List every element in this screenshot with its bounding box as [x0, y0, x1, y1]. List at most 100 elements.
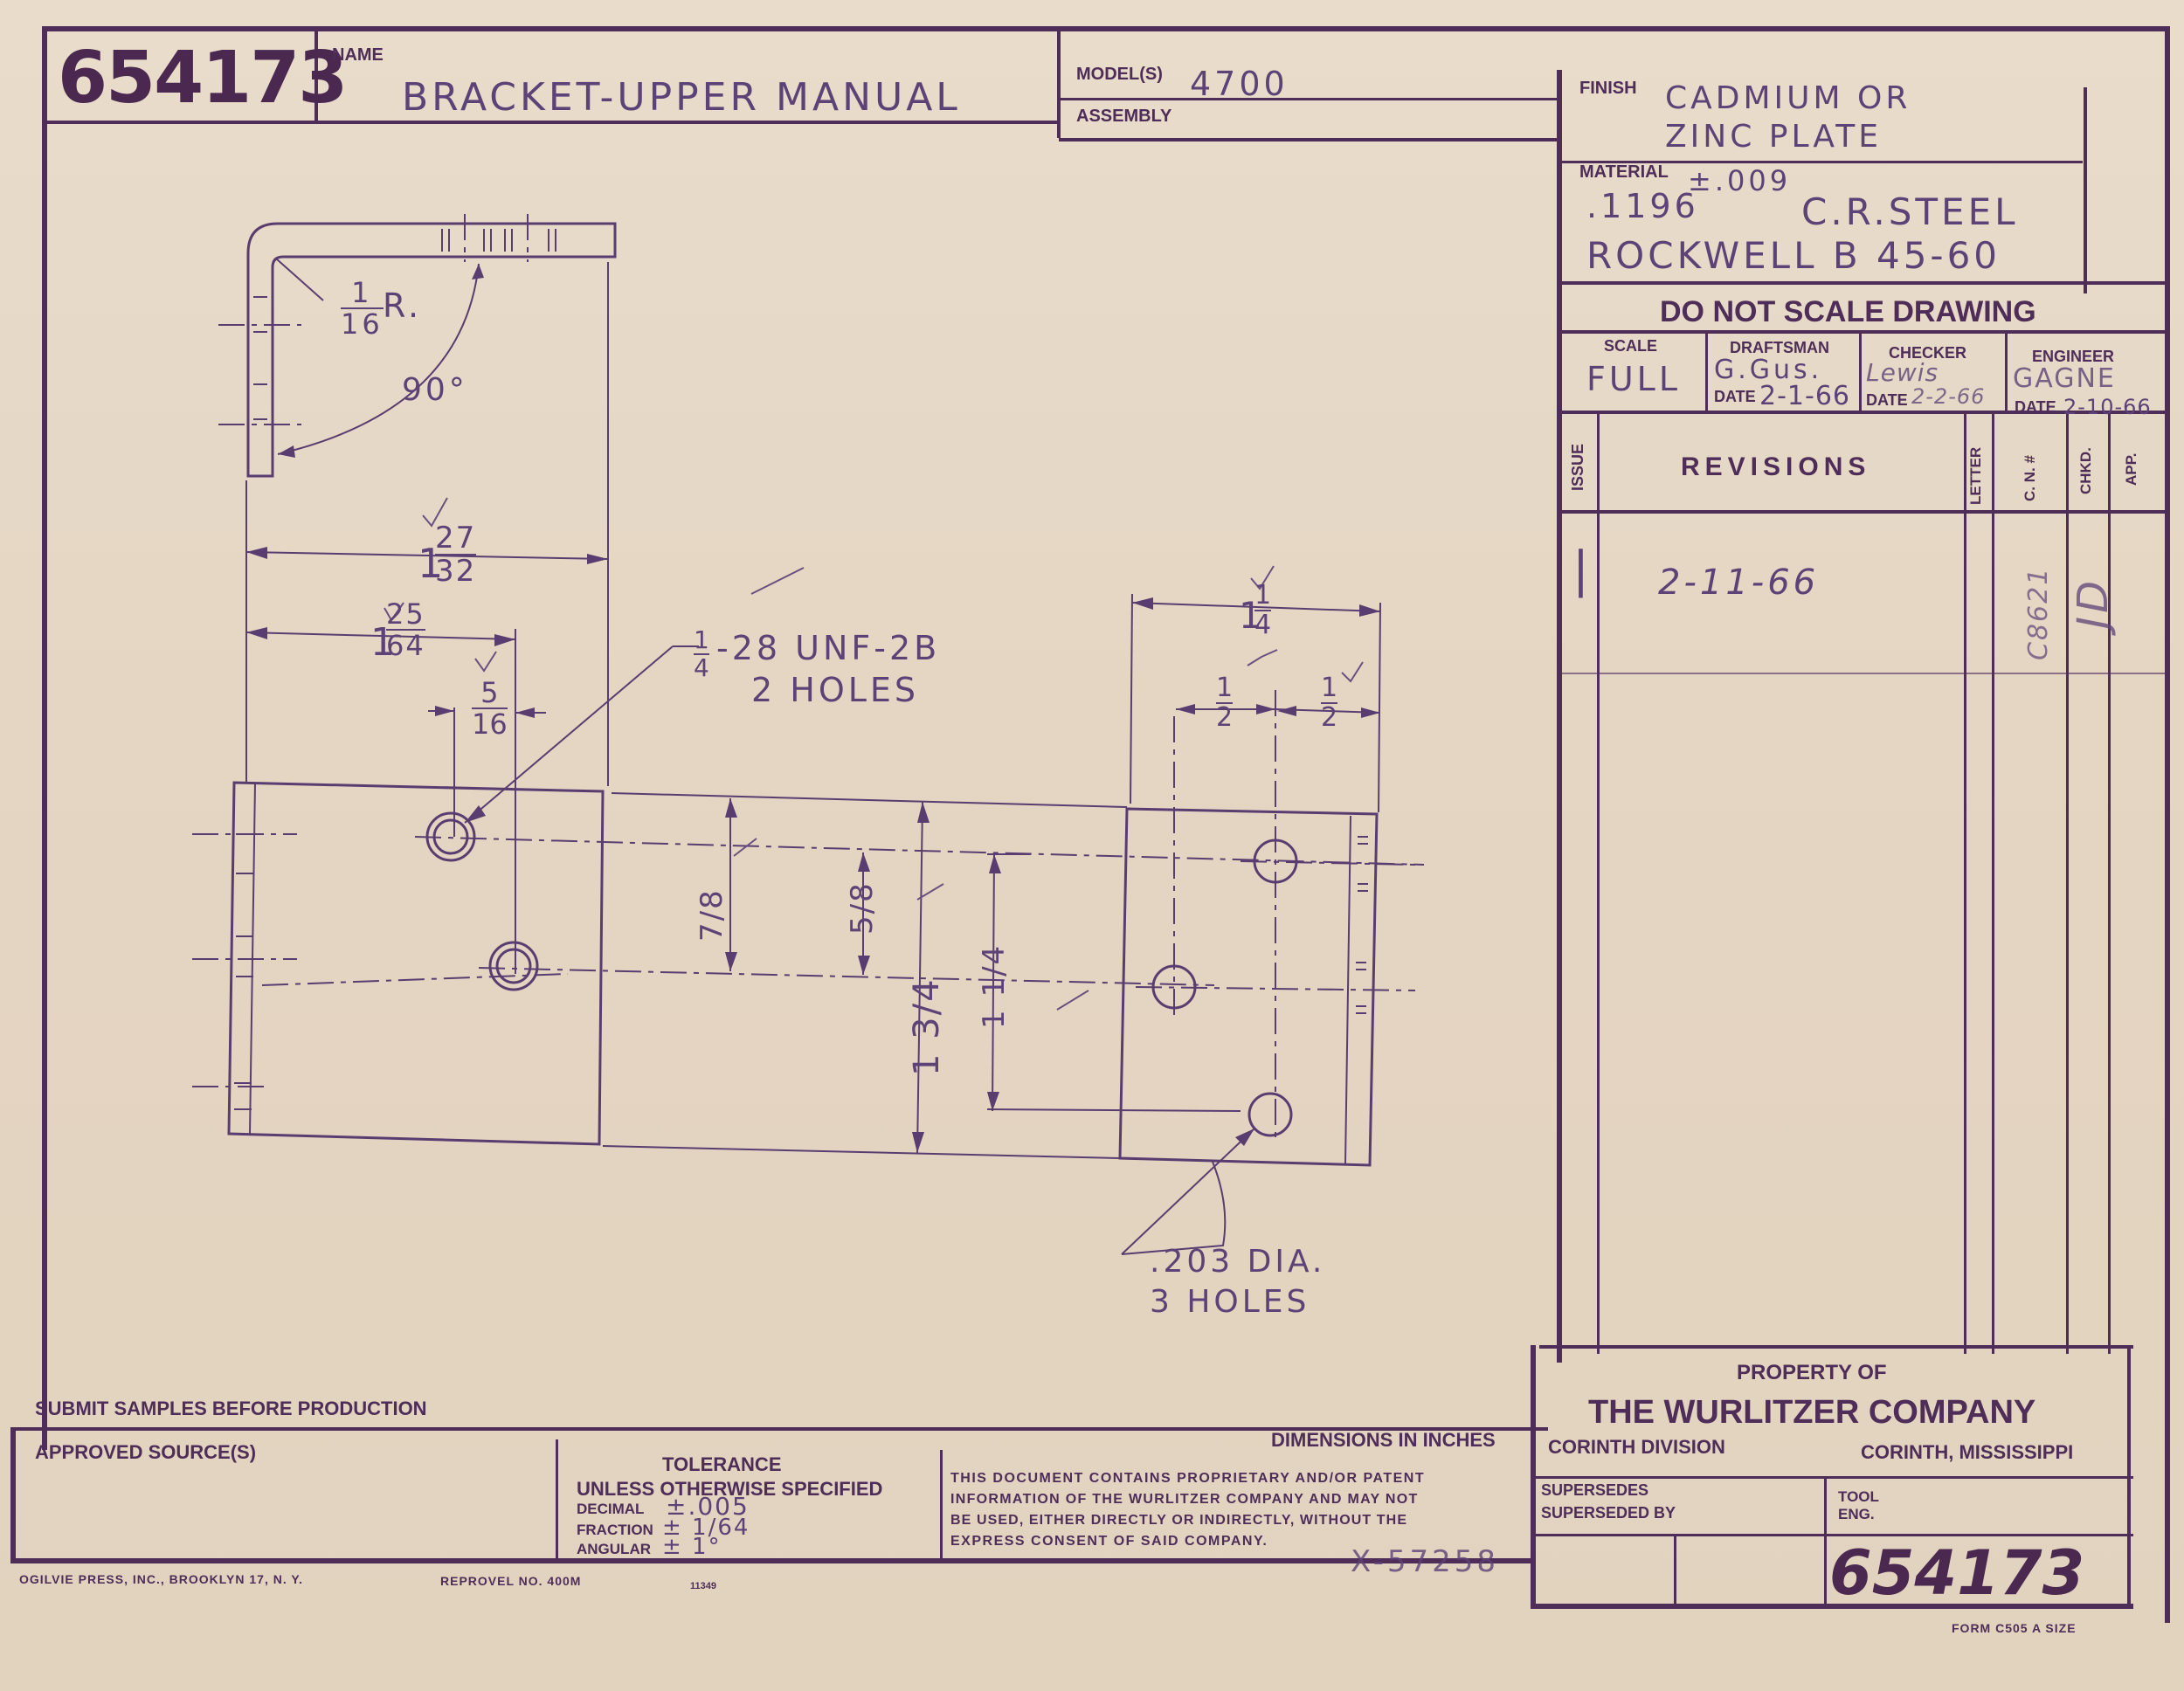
thread-callout-line2: 2 HOLES: [751, 671, 920, 709]
rev-header-line: [1559, 510, 2166, 514]
bottom-cell-divider: [1674, 1536, 1676, 1605]
dim-1-1-4-whole: 1: [1239, 594, 1262, 637]
angle-arc: [277, 263, 480, 455]
dim-offset-fraction: 5 16: [472, 678, 508, 739]
part-name: BRACKET-UPPER MANUAL: [402, 75, 961, 120]
superseded-by-label: SUPERSEDED BY: [1541, 1504, 1676, 1522]
dim-holex-num: 25: [386, 597, 425, 631]
rev-cn-col: [2066, 411, 2069, 1354]
reprovel-number: REPROVEL NO. 400M: [440, 1574, 582, 1588]
rev-chkd-col: [2108, 411, 2111, 1354]
radius-fraction: 1 16: [341, 278, 384, 339]
proprietary-line-4: EXPRESS CONSENT OF SAID COMPANY.: [950, 1534, 1268, 1549]
dim-1-1-4-v-den: 4: [977, 943, 1012, 965]
printer-credit: OGILVIE PRESS, INC., BROOKLYN 17, N. Y.: [19, 1572, 304, 1586]
frame-bottom-step: [10, 1427, 1548, 1431]
rev-bottom-line: [1539, 1345, 2133, 1349]
rev-issue-col: [1597, 411, 1600, 1354]
clearance-hole-3: [1248, 1092, 1293, 1137]
dim-holex-whole: 1: [370, 620, 395, 665]
angular-label: ANGULAR: [577, 1541, 651, 1557]
dim-width-fraction: 27 32: [435, 522, 477, 589]
material-hardness: ROCKWELL B 45-60: [1586, 234, 2001, 277]
name-label: NAME: [332, 45, 384, 65]
revision-date: 2-11-66: [1658, 563, 1820, 603]
frame-bottom-left: [10, 1558, 1531, 1563]
dim-width-den: 32: [435, 554, 477, 589]
fraction-value: ± 1/64: [662, 1515, 750, 1541]
finish-material-line: [1559, 161, 2083, 163]
scale-value: FULL: [1586, 360, 1682, 398]
dim-7-8-num: 7: [695, 921, 729, 942]
dim-offset-num: 5: [472, 678, 508, 709]
frame-right: [2165, 26, 2170, 1623]
assembly-label: ASSEMBLY: [1076, 107, 1172, 126]
dim-1-1-4-num: 1: [1254, 580, 1272, 611]
header-divider-1: [314, 26, 318, 122]
fraction-label: FRACTION: [577, 1522, 653, 1538]
thread-den: 4: [694, 653, 709, 682]
dim-1-1-4-v-whole: 1: [977, 1008, 1012, 1029]
revision-issue: |: [1572, 542, 1593, 598]
dim-offset-den: 16: [472, 707, 508, 741]
engineer-value: GAGNE: [2013, 363, 2116, 394]
left-plate-view: [227, 781, 605, 1146]
supersedes-label: SUPERSEDES: [1541, 1481, 1649, 1499]
property-of-label: PROPERTY OF: [1737, 1361, 1887, 1384]
checker-date-label: DATE: [1866, 391, 1908, 409]
dim-holex-den: 64: [386, 629, 425, 662]
footer-sec-1: [556, 1439, 558, 1562]
part-number-bottom: 654173: [1829, 1537, 2085, 1609]
header-bottom-line: [42, 121, 1057, 124]
material-type: C.R.STEEL: [1801, 190, 2019, 233]
tool-label: TOOL: [1838, 1488, 1879, 1505]
dim-7-8-den: 8: [695, 888, 729, 909]
sign-rev-line: [1559, 411, 2166, 414]
tolerance-title: TOLERANCE: [662, 1453, 782, 1475]
hole-callout-line2: 3 HOLES: [1150, 1284, 1310, 1320]
sign-div-2: [1859, 332, 1862, 411]
checker-date: 2-2-66: [1911, 384, 1986, 409]
dim-1-3-4-num: 3: [907, 1015, 947, 1039]
material-dns-line: [1559, 281, 2166, 285]
scale-label: SCALE: [1604, 337, 1658, 355]
radius-suffix: R.: [383, 286, 423, 325]
eng-label: ENG.: [1838, 1506, 1875, 1522]
approved-sources-label: APPROVED SOURCE(S): [35, 1441, 257, 1463]
thread-num: 1: [694, 625, 709, 655]
finish-line-2: ZINC PLATE: [1665, 119, 1882, 155]
dim-1-1-4-den: 4: [1254, 610, 1272, 640]
dim-width-whole: 1: [418, 540, 444, 587]
checker-value: Lewis: [1866, 358, 1939, 387]
dim-5-8: 5/8: [845, 881, 880, 935]
models-value: 4700: [1190, 65, 1289, 103]
thread-leader: [464, 645, 674, 824]
dim-1-1-4-fraction: 1 4: [1254, 580, 1272, 640]
thread-fraction: 1 4: [694, 627, 709, 681]
dim-half-b: 1 2: [1321, 673, 1338, 733]
dim-half-a-num: 1: [1216, 673, 1234, 704]
material-thickness: .1196: [1586, 187, 1699, 225]
form-size-label: FORM C505 A SIZE: [1952, 1621, 2077, 1635]
proprietary-line-2: INFORMATION OF THE WURLITZER COMPANY AND…: [950, 1492, 1419, 1507]
frame-left-lower: [10, 1429, 16, 1562]
frame-bottom-right: [1531, 1604, 2133, 1609]
supersede-line: [1532, 1534, 2133, 1536]
checker-label: CHECKER: [1889, 344, 1967, 362]
dim-half-b-den: 2: [1321, 702, 1338, 733]
do-not-scale-label: DO NOT SCALE DRAWING: [1660, 295, 2036, 328]
dim-half-b-num: 1: [1321, 673, 1338, 704]
proprietary-line-1: THIS DOCUMENT CONTAINS PROPRIETARY AND/O…: [950, 1471, 1426, 1486]
dns-sign-line: [1559, 330, 2166, 334]
engineer-label: ENGINEER: [2032, 348, 2115, 365]
models-label: MODEL(S): [1076, 65, 1163, 84]
dim-1-3-4-whole: 1: [907, 1052, 947, 1076]
revisions-title: REVISIONS: [1681, 452, 1871, 481]
dim-half-a: 1 2: [1216, 673, 1234, 732]
dim-7-8: 7/8: [695, 888, 729, 942]
sign-div-3: [2005, 332, 2008, 411]
document-code: X-57258: [1351, 1544, 1500, 1579]
rev-letter-col: [1992, 411, 1994, 1354]
bracket-side-view: [246, 222, 617, 478]
